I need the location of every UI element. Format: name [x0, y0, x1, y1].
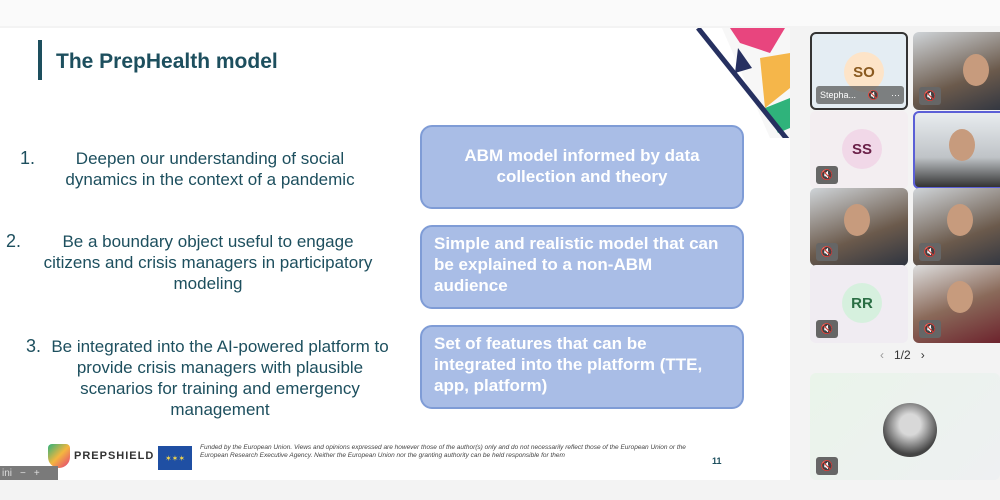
avatar: SS	[842, 129, 882, 169]
next-page-button[interactable]: ›	[920, 348, 925, 362]
participant-tile-video-2-speaking[interactable]	[913, 111, 1000, 189]
avatar: RR	[842, 283, 882, 323]
participant-tile-rr[interactable]: RR 🔇	[810, 265, 908, 343]
goal-2: Be a boundary object useful to engage ci…	[43, 232, 373, 293]
title-accent	[38, 40, 42, 80]
mic-off-icon: 🔇	[816, 243, 838, 261]
profile-photo	[883, 403, 937, 457]
shared-slide: The PrepHealth model 1. Deepen our under…	[0, 28, 790, 480]
participant-name-bar: Stepha... 🔇 ···	[816, 86, 904, 104]
logo-text: PREPSHIELD	[74, 450, 155, 462]
participant-tile-ss[interactable]: SS 🔇	[810, 111, 908, 189]
zoom-control: ini − +	[0, 466, 58, 480]
slide-title: The PrepHealth model	[56, 50, 278, 73]
participant-tile-video-5[interactable]: 🔇	[913, 265, 1000, 343]
goal-3: Be integrated into the AI-powered platfo…	[51, 337, 389, 419]
zoom-label: ini	[2, 467, 13, 479]
mic-off-icon: 🔇	[919, 320, 941, 338]
mic-off-icon: 🔇	[816, 457, 838, 475]
mic-off-icon: 🔇	[816, 166, 838, 184]
mic-off-icon: 🔇	[919, 87, 941, 105]
funding-disclaimer: Funded by the European Union. Views and …	[200, 444, 686, 459]
zoom-in-button[interactable]: +	[33, 467, 40, 479]
feature-box-1: ABM model informed by data collection an…	[420, 125, 744, 209]
decorative-logo-graphic	[696, 28, 790, 138]
prepshield-logo: PREPSHIELD	[48, 444, 154, 468]
participant-tile-so[interactable]: SO Stepha... 🔇 ···	[810, 32, 908, 110]
page-indicator: 1/2	[894, 348, 911, 362]
goal-1: Deepen our understanding of social dynam…	[65, 149, 355, 189]
feature-box-2: Simple and realistic model that can be e…	[420, 225, 744, 309]
goal-number-3: 3.	[26, 336, 42, 356]
avatar: SO	[844, 52, 884, 92]
prev-page-button[interactable]: ‹	[880, 348, 884, 362]
feature-box-3: Set of features that can be integrated i…	[420, 325, 744, 409]
participant-tile-video-4[interactable]: 🔇	[913, 188, 1000, 266]
zoom-out-button[interactable]: −	[20, 467, 26, 479]
goal-number-2: 2.	[6, 231, 22, 251]
mic-off-icon: 🔇	[919, 243, 941, 261]
top-bar	[0, 0, 1000, 26]
goal-number-1: 1.	[20, 148, 36, 168]
participant-name: Stepha...	[820, 90, 857, 100]
shield-icon	[48, 444, 70, 468]
participant-tile-video-3[interactable]: 🔇	[810, 188, 908, 266]
participant-tile-video-1[interactable]: 🔇	[913, 32, 1000, 110]
self-view-tile[interactable]: 🔇	[810, 373, 1000, 480]
eu-flag-icon: ✶✶✶	[158, 446, 192, 470]
mic-off-icon: 🔇	[867, 89, 880, 100]
page-number: 11	[712, 456, 722, 466]
gallery-pager: ‹ 1/2 ›	[880, 348, 925, 362]
mic-off-icon: 🔇	[816, 320, 838, 338]
more-options-button[interactable]: ···	[891, 90, 900, 100]
